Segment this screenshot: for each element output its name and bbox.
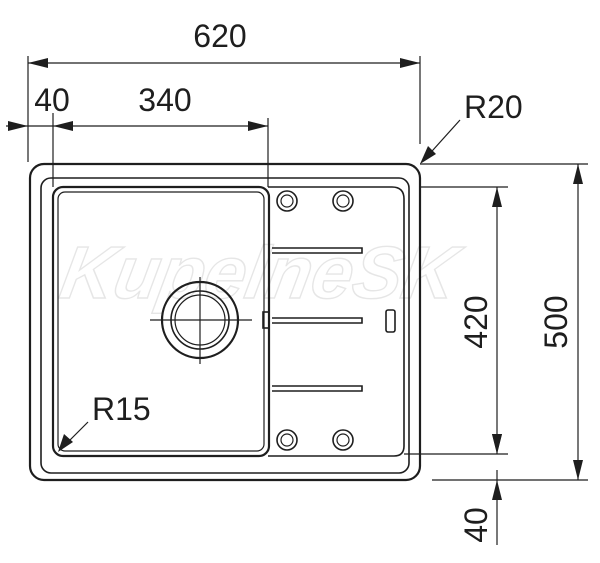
label-40-top: 40 (34, 82, 70, 118)
label-420: 420 (458, 295, 494, 348)
label-r20: R20 (464, 89, 523, 125)
label-620: 620 (193, 18, 246, 54)
radius-r15: R15 (58, 391, 151, 452)
dimension-620: 620 (27, 18, 421, 162)
radius-r20: R20 (420, 89, 523, 164)
label-340: 340 (138, 82, 191, 118)
watermark-text: KupelneSK (55, 231, 469, 314)
dimension-40-bottom: 40 (458, 434, 502, 545)
label-500: 500 (538, 295, 574, 348)
drainboard-ribs (272, 247, 363, 392)
label-40-bottom: 40 (458, 507, 494, 543)
dimension-500: 500 (420, 163, 588, 481)
handle-slot (385, 309, 396, 333)
overflow-slot (262, 311, 270, 329)
sink-outline (28, 162, 422, 482)
label-r15: R15 (92, 391, 151, 427)
tap-holes (276, 190, 354, 451)
dimension-40-340: 40 340 (6, 82, 269, 187)
drain-icon (150, 277, 252, 364)
